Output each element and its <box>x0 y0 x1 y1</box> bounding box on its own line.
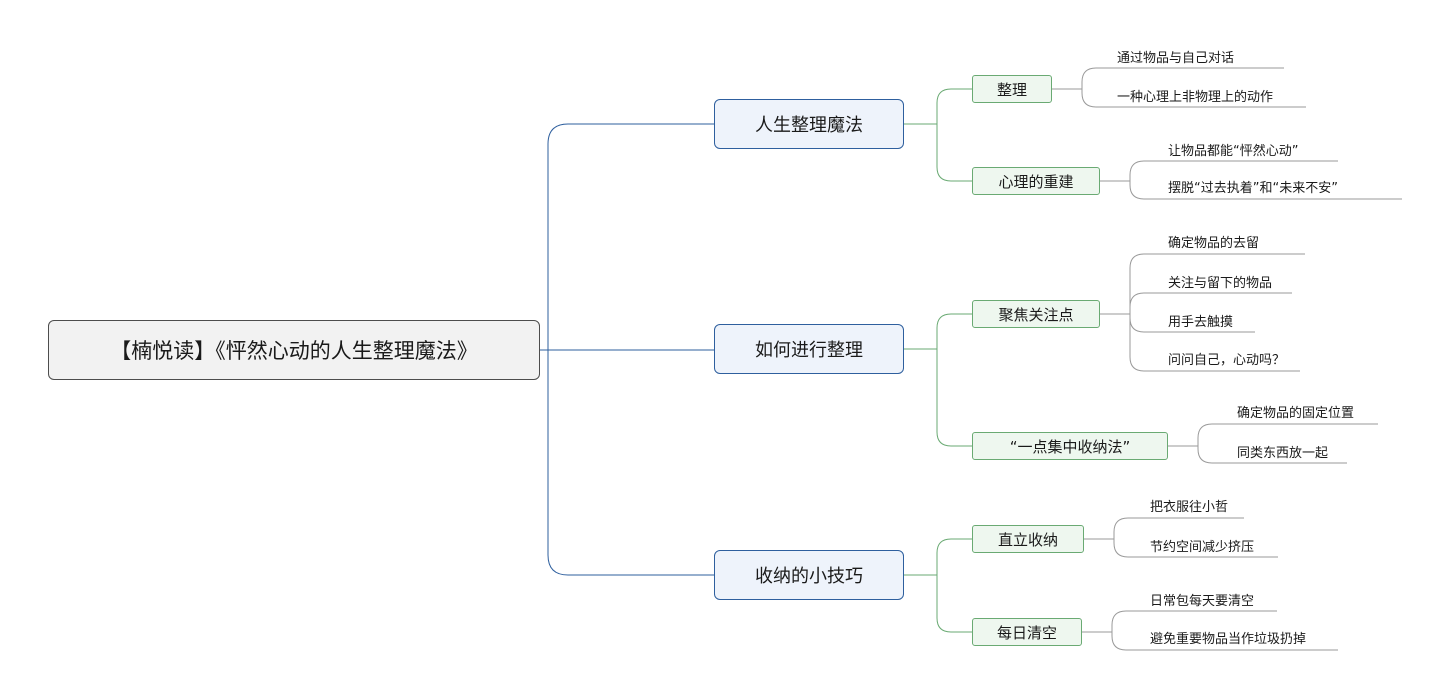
subtopic-mental-rebuild[interactable]: 心理的重建 <box>972 167 1100 195</box>
leaf-connector <box>1081 89 1306 108</box>
main-topic-storage-tips[interactable]: 收纳的小技巧 <box>714 550 904 600</box>
leaf-topic[interactable]: 关注与留下的物品 <box>1168 276 1273 291</box>
leaf-connector <box>1081 67 1284 89</box>
leaf-topic[interactable]: 用手去触摸 <box>1168 315 1234 330</box>
leaf-topic[interactable]: 问问自己，心动吗？ <box>1168 353 1286 368</box>
leaf-connector <box>1113 517 1244 539</box>
leaf-connector <box>1129 160 1338 181</box>
leaf-topic[interactable]: 节约空间减少挤压 <box>1150 540 1255 555</box>
subtopic-tidying[interactable]: 整理 <box>972 75 1052 103</box>
leaf-connector <box>1197 423 1378 446</box>
leaf-connector <box>1111 632 1338 651</box>
root-topic[interactable]: 【楠悦读】《怦然心动的人生整理魔法》 <box>48 320 540 380</box>
leaf-topic[interactable]: 摆脱“过去执着”和“未来不安” <box>1168 181 1338 196</box>
leaf-topic[interactable]: 一种心理上非物理上的动作 <box>1117 90 1274 105</box>
subtopic-focus-points[interactable]: 聚焦关注点 <box>972 300 1100 328</box>
leaf-topic[interactable]: 同类东西放一起 <box>1237 446 1329 461</box>
subtopic-upright-storage[interactable]: 直立收纳 <box>972 525 1084 553</box>
branch-connector <box>936 124 972 182</box>
branch-connector <box>936 538 972 575</box>
leaf-topic[interactable]: 确定物品的固定位置 <box>1237 406 1355 421</box>
leaf-topic[interactable]: 确定物品的去留 <box>1168 236 1260 251</box>
branch-connector <box>936 313 972 349</box>
leaf-connector <box>1129 181 1402 200</box>
leaf-topic[interactable]: 日常包每天要清空 <box>1150 594 1255 609</box>
main-topic-life-tidying-magic[interactable]: 人生整理魔法 <box>714 99 904 149</box>
leaf-connector <box>1197 446 1347 464</box>
branch-connector <box>936 575 972 633</box>
root-connector <box>547 123 714 576</box>
leaf-connector <box>1129 292 1292 314</box>
leaf-topic[interactable]: 让物品都能“怦然心动” <box>1168 144 1299 159</box>
leaf-connector <box>1129 314 1300 372</box>
leaf-connector <box>1111 610 1277 632</box>
subtopic-daily-empty[interactable]: 每日清空 <box>972 618 1082 646</box>
leaf-topic[interactable]: 通过物品与自己对话 <box>1117 51 1235 66</box>
leaf-topic[interactable]: 把衣服往小哲 <box>1150 500 1229 515</box>
leaf-connector <box>1129 253 1305 314</box>
subtopic-one-point-storage[interactable]: “一点集中收纳法” <box>972 432 1168 460</box>
leaf-connector <box>1113 539 1278 558</box>
branch-connector <box>936 349 972 447</box>
main-topic-how-to-tidy[interactable]: 如何进行整理 <box>714 324 904 374</box>
leaf-topic[interactable]: 避免重要物品当作垃圾扔掉 <box>1150 632 1307 647</box>
branch-connector <box>936 88 972 124</box>
